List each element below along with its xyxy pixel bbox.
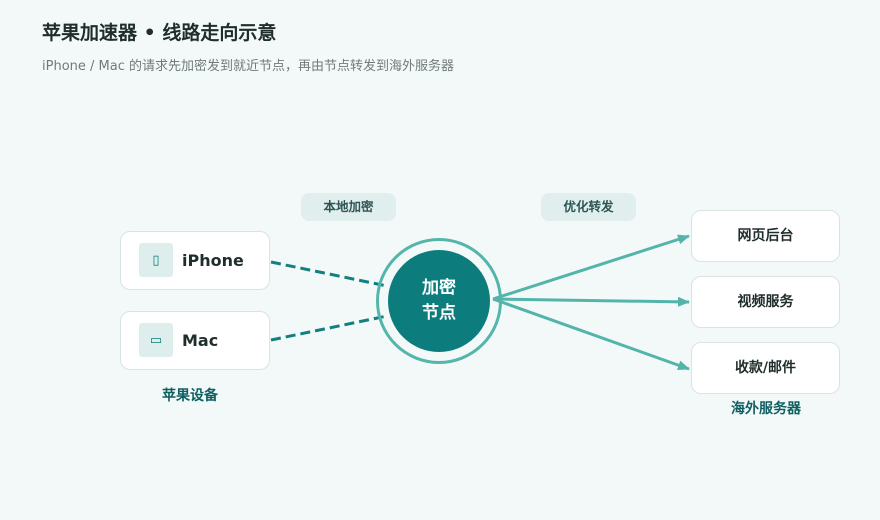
servers-caption: 海外服务器	[731, 401, 801, 417]
node-label-line1: 加密	[422, 278, 456, 298]
device-label: iPhone	[182, 251, 244, 270]
link-node-to-web	[492, 234, 690, 301]
laptop-icon: ▭	[139, 323, 173, 357]
server-payment-mail: 收款/邮件	[691, 342, 840, 394]
device-iphone: ▯ iPhone	[120, 231, 270, 290]
stage-forward-label: 优化转发	[541, 193, 636, 221]
node-ring	[376, 238, 502, 364]
server-web-backend: 网页后台	[691, 210, 840, 262]
stage-encrypt-label: 本地加密	[301, 193, 396, 221]
node-label-line2: 节点	[422, 303, 456, 323]
device-mac: ▭ Mac	[120, 311, 270, 370]
link-iphone-to-node	[270, 260, 388, 288]
link-mac-to-node	[270, 314, 388, 342]
link-node-to-video	[492, 296, 690, 307]
link-node-to-mail	[492, 297, 690, 371]
page-title: 苹果加速器 • 线路走向示意	[42, 22, 277, 44]
encryption-node: 加密 节点	[388, 250, 490, 352]
server-video: 视频服务	[691, 276, 840, 328]
device-label: Mac	[182, 331, 219, 350]
devices-caption: 苹果设备	[162, 388, 218, 404]
phone-icon: ▯	[139, 243, 173, 277]
page-subtitle: iPhone / Mac 的请求先加密发到就近节点，再由节点转发到海外服务器	[42, 59, 454, 74]
